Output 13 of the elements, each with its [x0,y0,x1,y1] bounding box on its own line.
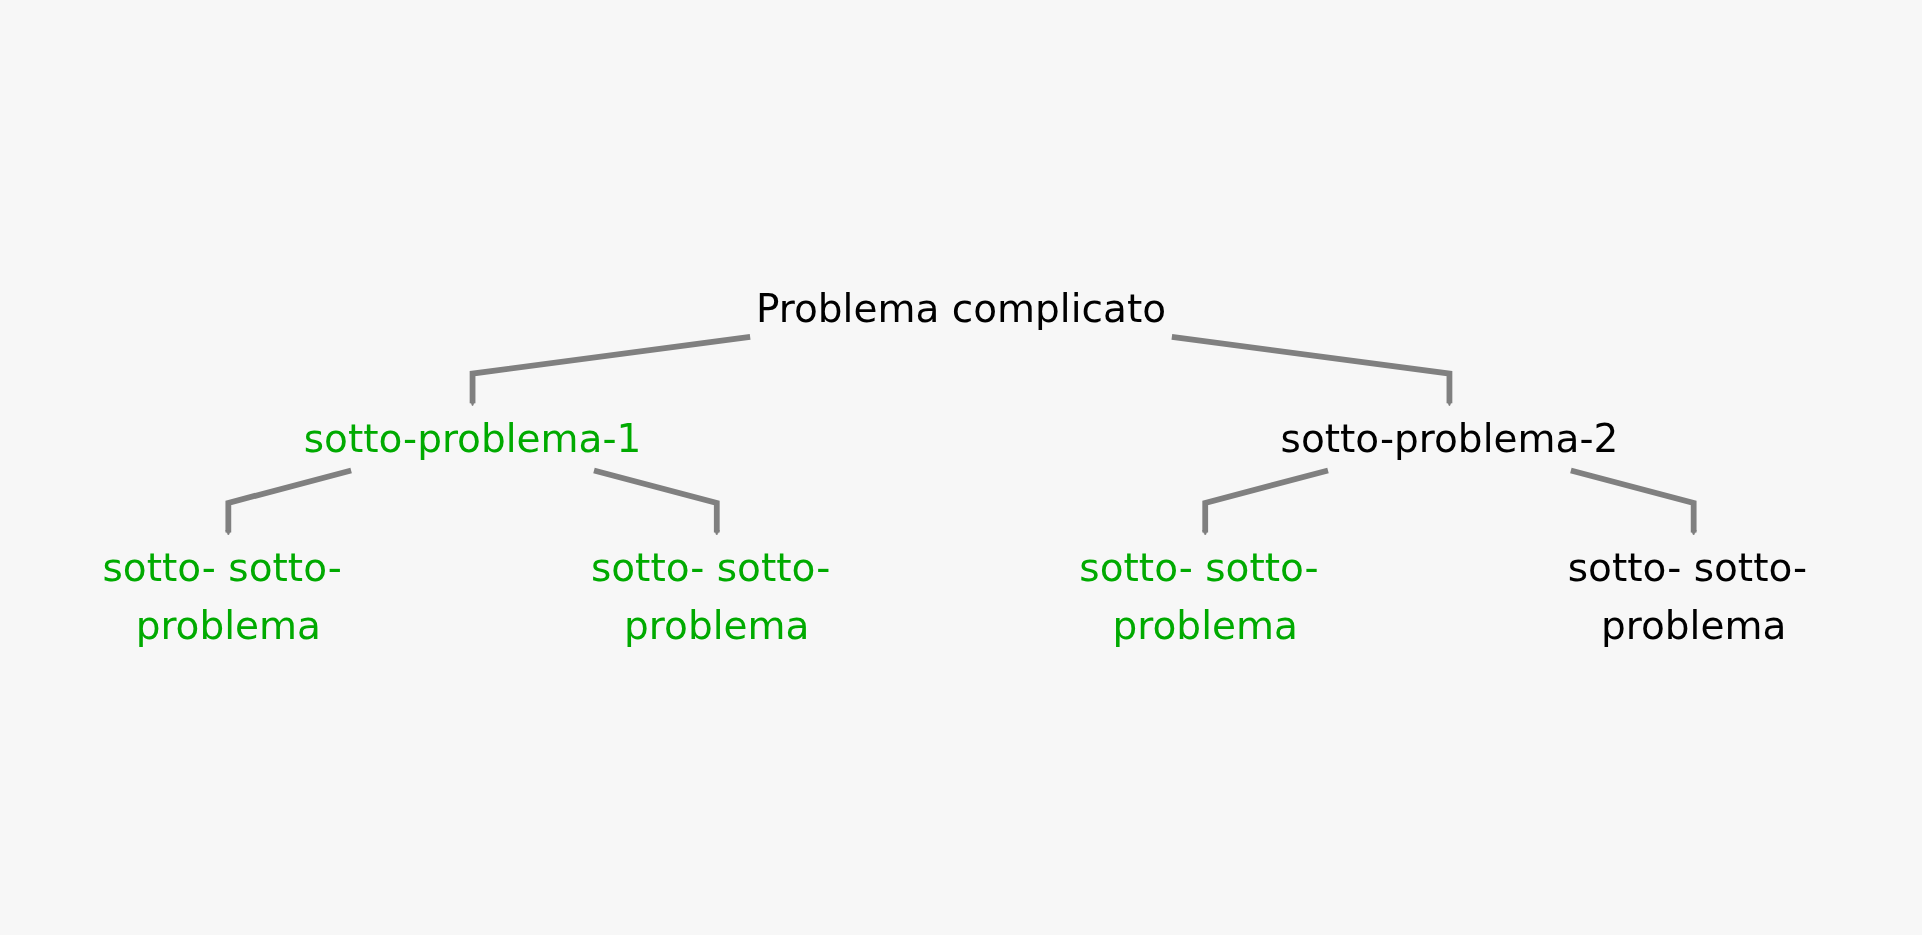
arrow [1202,467,1329,536]
arrow [1171,333,1453,407]
arrow [469,333,751,407]
node-text: sotto- sotto- problema [1567,544,1808,649]
node-text: sotto- sotto- problema [1079,544,1319,649]
node-text: sotto-problema-1 [303,415,642,461]
node-text: Problema complicato [755,286,1167,332]
node-text: sotto- sotto- problema [102,544,342,649]
arrow [593,467,720,536]
arrow [225,467,352,536]
arrow [1570,467,1697,536]
node-text: sotto- sotto- problema [590,544,831,649]
node-text: sotto-problema-2 [1280,415,1619,461]
